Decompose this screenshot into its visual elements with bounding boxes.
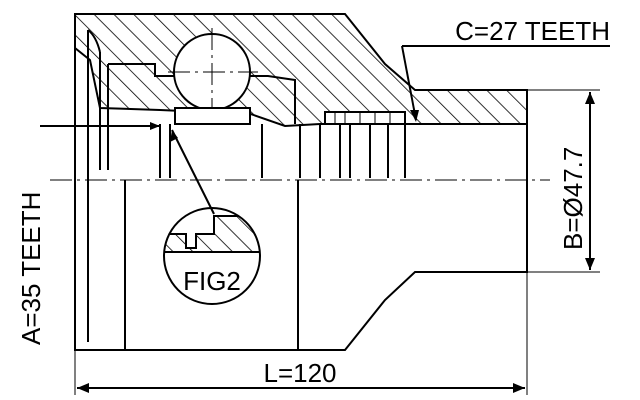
spline-c-label: C=27 TEETH xyxy=(455,16,610,46)
detail-fig2: FIG2 xyxy=(163,207,261,305)
detail-label: FIG2 xyxy=(183,266,241,296)
dimension-c: C=27 TEETH xyxy=(401,16,610,122)
inner-cavity xyxy=(108,63,406,350)
tripod-roller xyxy=(168,28,258,125)
length-l-label: L=120 xyxy=(263,358,336,388)
spline-a-label: A=35 TEETH xyxy=(16,192,46,345)
dimension-a: A=35 TEETH xyxy=(16,122,160,345)
spline-teeth xyxy=(324,111,406,125)
detail-leader-arrow xyxy=(170,130,178,142)
diameter-b-label: B=Ø47.7 xyxy=(558,147,588,250)
detail-leader xyxy=(171,129,215,215)
dimension-l: L=120 xyxy=(74,272,528,395)
dimension-b: B=Ø47.7 xyxy=(527,89,600,273)
flange-lines xyxy=(87,29,109,342)
